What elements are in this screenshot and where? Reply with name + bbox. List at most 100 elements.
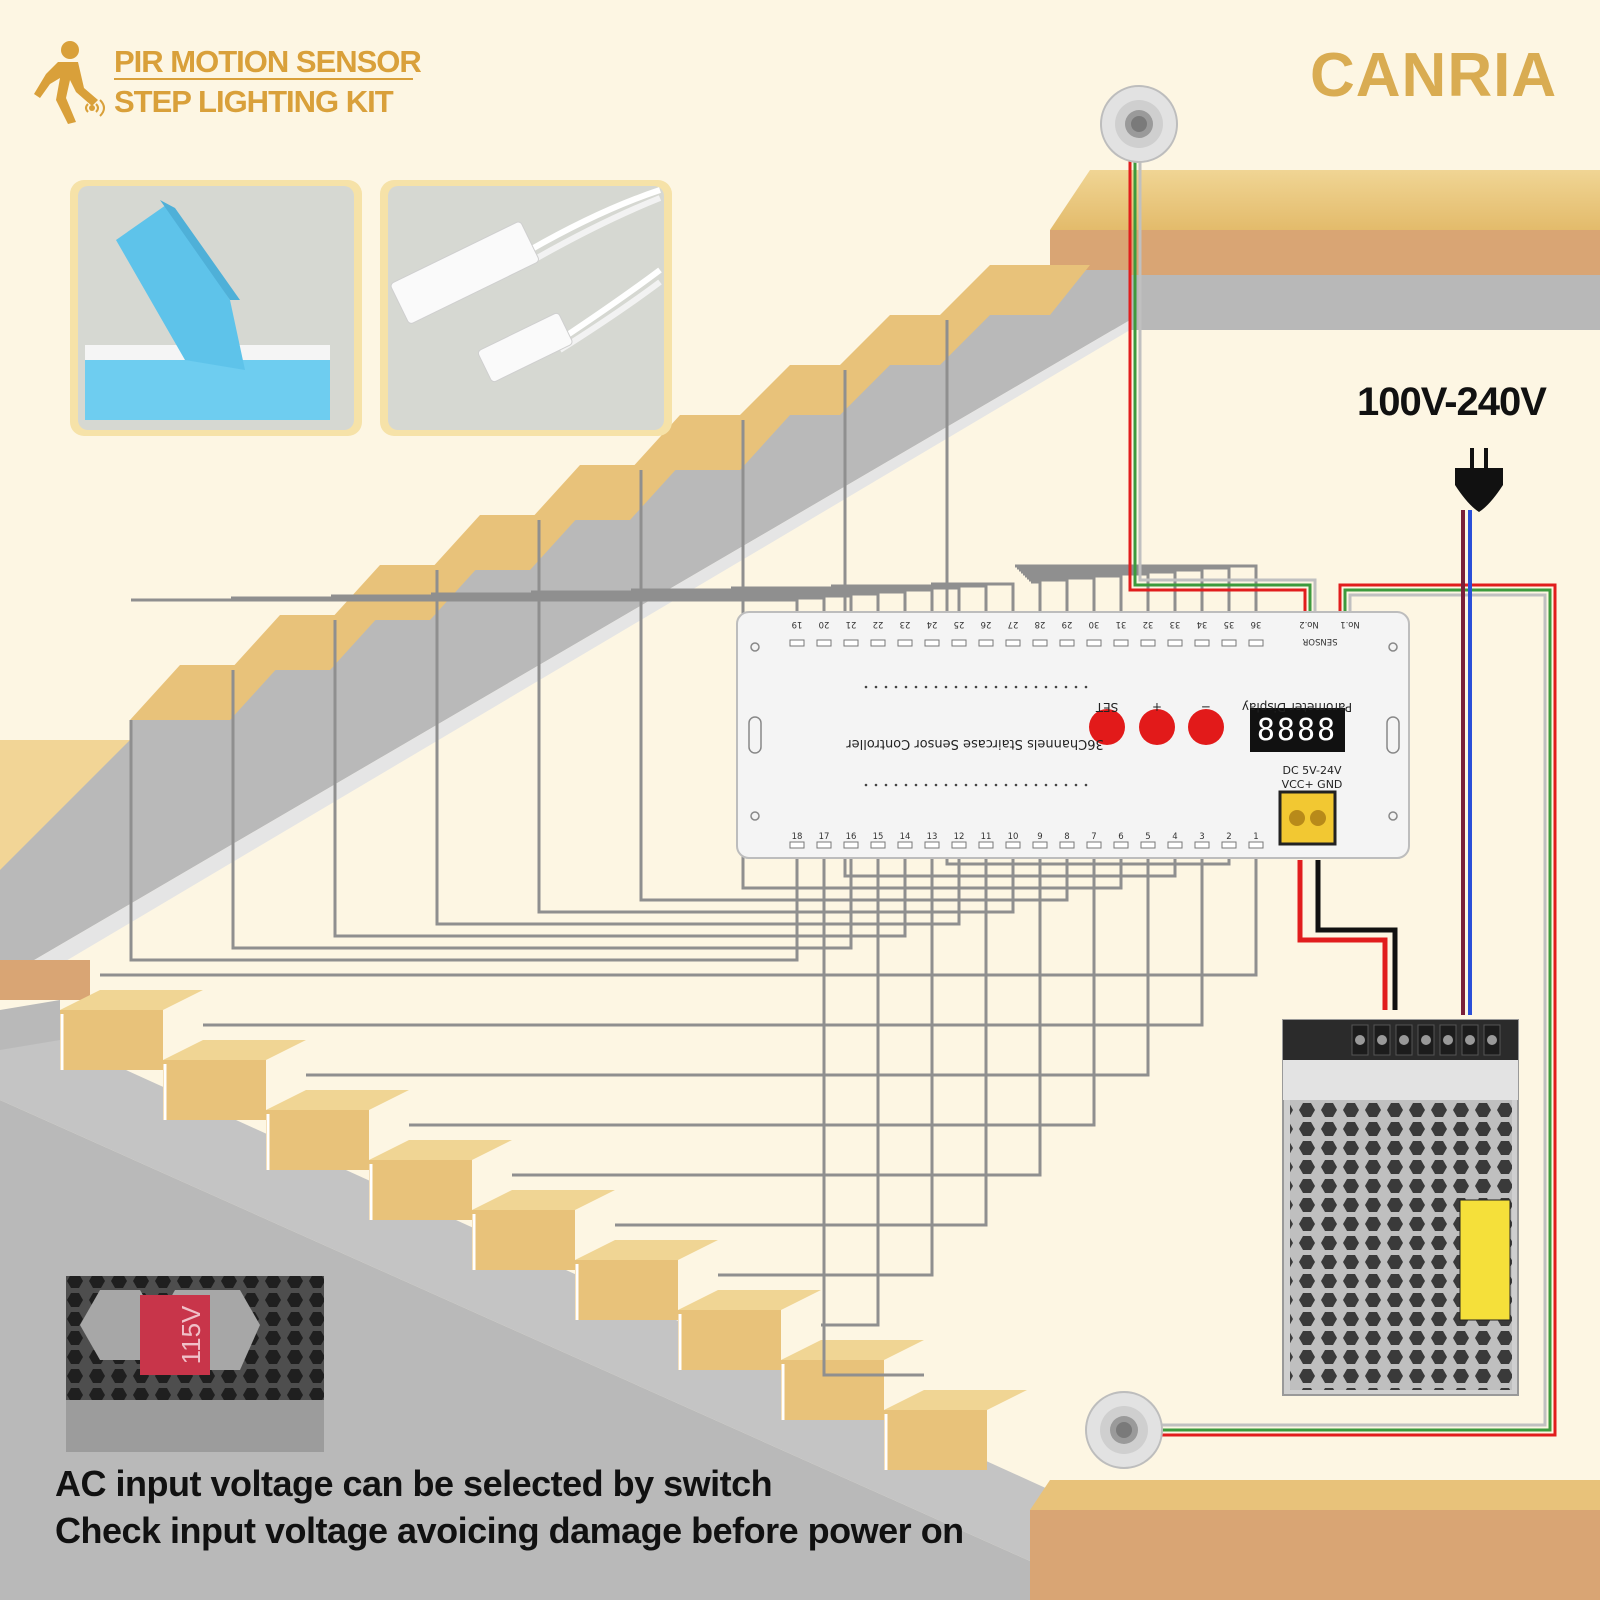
channel-label-top: 30 (1089, 619, 1100, 629)
channel-label-top: 27 (1008, 619, 1019, 629)
set-button[interactable] (1089, 709, 1125, 745)
channel-wire-lower-step (306, 858, 1150, 1077)
psu-terminal-screw (1465, 1035, 1475, 1045)
channel-label-bottom: 14 (900, 832, 911, 842)
minus-button[interactable] (1188, 709, 1224, 745)
channel-wire-top (1029, 578, 1069, 612)
stair-tread (163, 1040, 306, 1060)
channel-label-top: 36 (1251, 619, 1262, 629)
connector-cable-photo (380, 180, 672, 436)
brand-logo: CANRIA (1310, 41, 1558, 110)
channel-port-top (843, 639, 859, 647)
channel-port-top (1248, 639, 1264, 647)
channel-port-top (1059, 639, 1075, 647)
stair-riser (163, 1060, 266, 1120)
voltage-label: 100V-240V (1357, 380, 1547, 424)
channel-port-top (897, 639, 913, 647)
channel-label-top: 32 (1143, 619, 1154, 629)
dc-input-label: DC 5V-24V (1282, 764, 1341, 777)
channel-wire-top (1015, 564, 1258, 612)
psu-terminal-screw (1355, 1035, 1365, 1045)
pir-sensor-top (1100, 85, 1178, 163)
stair-riser (884, 1410, 987, 1470)
channel-port-top (951, 639, 967, 647)
button-label: + (1152, 700, 1162, 714)
channel-label-top: 29 (1062, 619, 1073, 629)
channel-label-bottom: 15 (873, 832, 884, 842)
walking-person-sensor-icon (34, 41, 105, 124)
channel-label-top: 25 (954, 619, 965, 629)
channel-wire-top (131, 598, 799, 612)
channel-port-bottom (897, 841, 913, 849)
sensor-port-label: No.1 (1340, 619, 1360, 629)
channel-port-bottom (1140, 841, 1156, 849)
stair-tread (575, 1240, 718, 1260)
channel-wire-top (1019, 568, 1204, 612)
stair-tread (266, 1090, 409, 1110)
stair-tread (60, 990, 203, 1010)
channel-port-top (978, 639, 994, 647)
channel-wires (100, 320, 1258, 1377)
channel-port-bottom (978, 841, 994, 849)
channel-label-bottom: 16 (846, 832, 857, 842)
channel-port-top (1113, 639, 1129, 647)
channel-port-top (870, 639, 886, 647)
stair-riser (575, 1260, 678, 1320)
caption-line1: AC input voltage can be selected by swit… (55, 1463, 773, 1504)
channel-label-top: 33 (1170, 619, 1181, 629)
channel-wire-top (1027, 576, 1096, 612)
channel-wire-upper-step (231, 670, 853, 950)
stair-riser (266, 1110, 369, 1170)
voltage-warning-label (1459, 1199, 1511, 1321)
channel-port-bottom (816, 841, 832, 849)
channel-label-bottom: 12 (954, 832, 965, 842)
display-digits: 8888 (1257, 713, 1337, 748)
channel-label-top: 34 (1197, 619, 1208, 629)
parameter-display (1250, 708, 1345, 752)
channel-wire-top (831, 584, 988, 612)
channel-wire-upper-step (537, 520, 1015, 914)
channel-wire-top (231, 596, 826, 612)
sensor-wire-bottom (1100, 583, 1557, 1437)
channel-label-bottom: 18 (792, 832, 803, 842)
stair-tread (369, 1140, 512, 1160)
button-label: − (1201, 700, 1211, 714)
channel-port-top (1221, 639, 1237, 647)
channel-wire-lower-step (409, 858, 1096, 1127)
lower-stair-steps (60, 990, 1027, 1470)
channel-label-bottom: 3 (1199, 832, 1204, 842)
header-title-line1: PIR MOTION SENSOR (114, 44, 422, 79)
adhesive-tape-photo (70, 180, 362, 436)
channel-wire-upper-step (639, 470, 1069, 902)
channel-label-bottom: 1 (1253, 832, 1258, 842)
psu-terminal-screw (1443, 1035, 1453, 1045)
channel-wire-top (631, 588, 934, 612)
channel-wire-top (931, 582, 1015, 612)
channel-wire-top (1021, 570, 1177, 612)
upper-staircase (0, 265, 1130, 1000)
channel-label-bottom: 11 (981, 832, 992, 842)
voltage-switch-photo: 115V (66, 1276, 324, 1452)
channel-label-bottom: 17 (819, 832, 830, 842)
psu-terminal-screw (1377, 1035, 1387, 1045)
channel-label-bottom: 10 (1008, 832, 1019, 842)
channel-wire-lower-step (203, 858, 1204, 1027)
plus-button[interactable] (1139, 709, 1175, 745)
channel-port-top (1167, 639, 1183, 647)
stair-tread (472, 1190, 615, 1210)
channel-label-bottom: 13 (927, 832, 938, 842)
channel-label-bottom: 7 (1091, 832, 1096, 842)
dc-input-terminal (1278, 790, 1337, 846)
channel-port-bottom (843, 841, 859, 849)
channel-label-top: 26 (981, 619, 992, 629)
channel-wire-top (1023, 572, 1150, 612)
channel-wire-lower-step (821, 858, 880, 1327)
channel-port-top (816, 639, 832, 647)
channel-wire-upper-step (435, 570, 961, 926)
channel-port-top (1140, 639, 1156, 647)
channel-wire-top (1017, 566, 1231, 612)
button-label: SET (1095, 700, 1118, 714)
sensor-port-label: No.2 (1299, 619, 1319, 629)
